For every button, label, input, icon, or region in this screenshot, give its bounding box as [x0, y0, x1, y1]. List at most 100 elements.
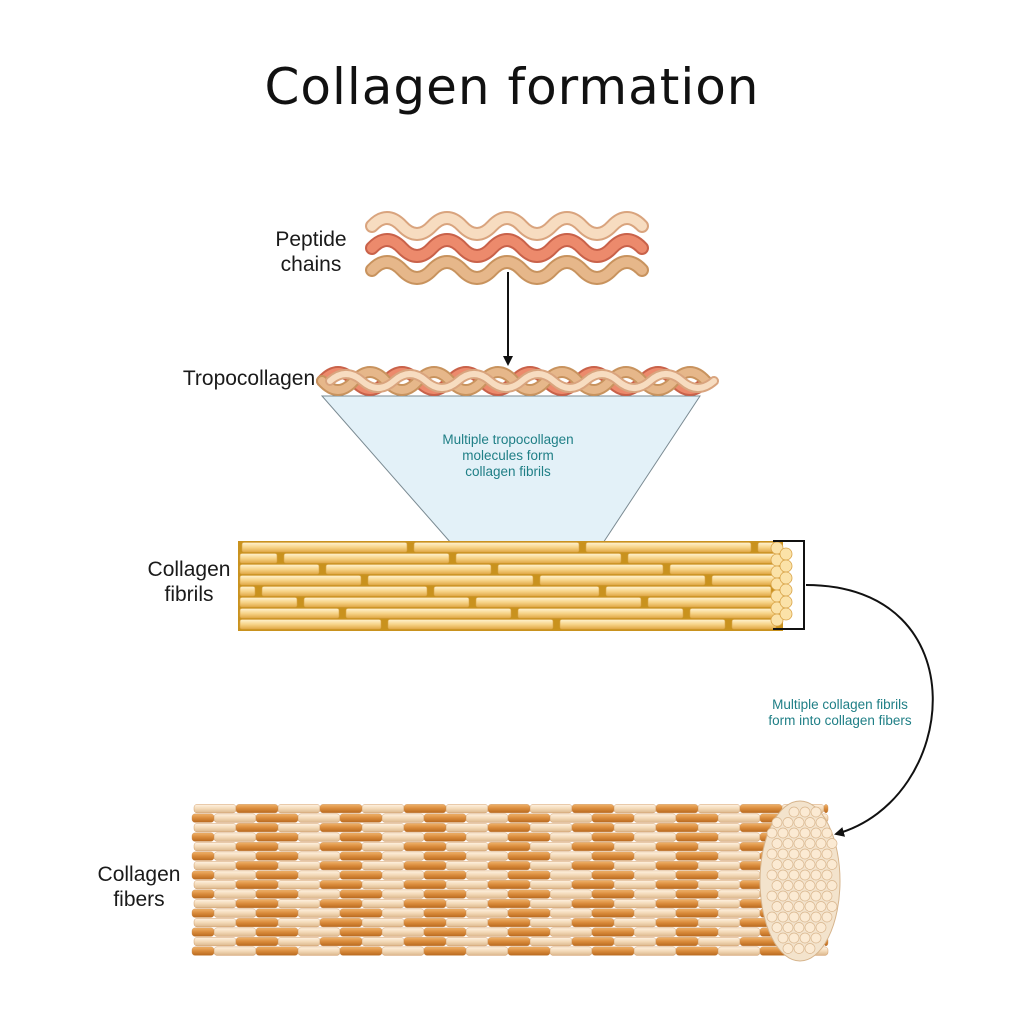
- fiber-segment: [445, 880, 489, 890]
- fibril-segment: [433, 586, 600, 597]
- fiber-segment: [571, 842, 615, 852]
- fiber-segment: [423, 832, 467, 842]
- fiber-segment: [403, 823, 447, 833]
- fiber-end-strand: [793, 859, 805, 870]
- fiber-segment: [213, 946, 257, 956]
- fiber-segment: [633, 813, 677, 823]
- fiber-segment: [529, 899, 573, 909]
- fiber-segment: [465, 889, 509, 899]
- fiber-segment: [613, 880, 657, 890]
- fibril-segment: [413, 542, 580, 553]
- fiber-segment: [613, 937, 657, 947]
- fiber-segment: [697, 842, 741, 852]
- fiber-segment: [613, 918, 657, 928]
- fiber-segment: [697, 861, 741, 871]
- fiber-segment: [381, 908, 425, 918]
- fiber-segment: [381, 813, 425, 823]
- fiber-segment: [717, 851, 761, 861]
- fiber-segment: [823, 804, 829, 814]
- fiber-end-strand: [782, 901, 794, 912]
- fiber-segment: [465, 927, 509, 937]
- fiber-segment: [191, 813, 215, 823]
- fiber-segment: [675, 908, 719, 918]
- fiber-end-strand: [821, 848, 833, 860]
- fiber-end-strand: [821, 869, 833, 881]
- fiber-segment: [191, 832, 215, 842]
- fiber-segment: [655, 880, 699, 890]
- fiber-end-strand: [771, 901, 783, 912]
- fiber-end-strand: [771, 838, 783, 849]
- fiber-segment: [717, 813, 761, 823]
- fiber-segment: [277, 842, 321, 852]
- fibril-segment: [239, 575, 362, 586]
- fiber-segment: [697, 918, 741, 928]
- fiber-segment: [717, 832, 761, 842]
- fiber-end-strand: [799, 806, 811, 818]
- fiber-segment: [213, 889, 257, 899]
- fiber-segment: [675, 851, 719, 861]
- fiber-segment: [255, 889, 299, 899]
- fiber-segment: [613, 899, 657, 909]
- fiber-segment: [255, 851, 299, 861]
- fiber-segment: [655, 937, 699, 947]
- fiber-segment: [465, 832, 509, 842]
- fibril-segment: [585, 542, 752, 553]
- fiber-segment: [361, 937, 405, 947]
- fiber-segment: [339, 813, 383, 823]
- fiber-segment: [255, 927, 299, 937]
- fiber-segment: [193, 804, 237, 814]
- fibril-segment: [689, 608, 777, 619]
- fiber-segment: [739, 804, 783, 814]
- fiber-segment: [591, 851, 635, 861]
- fiber-end-strand: [788, 848, 800, 860]
- fiber-end-strand: [782, 880, 794, 891]
- fiber-segment: [381, 889, 425, 899]
- fiber-end-strand: [777, 848, 789, 860]
- fiber-segment: [319, 899, 363, 909]
- fiber-segment: [235, 842, 279, 852]
- fiber-segment: [445, 937, 489, 947]
- fiber-end-strand: [815, 880, 827, 891]
- fiber-segment: [319, 823, 363, 833]
- fiber-end-strand: [810, 869, 822, 881]
- fiber-end-strand: [793, 922, 805, 933]
- fibril-segment: [239, 619, 382, 630]
- fibril-segment: [669, 564, 777, 575]
- fiber-segment: [633, 832, 677, 842]
- fiber-segment: [571, 899, 615, 909]
- fibril-segment: [627, 553, 777, 564]
- fiber-segment: [297, 870, 341, 880]
- fiber-end-strand: [782, 859, 794, 870]
- fiber-segment: [529, 861, 573, 871]
- fiber-segment: [235, 880, 279, 890]
- fiber-segment: [697, 937, 741, 947]
- fiber-segment: [319, 804, 363, 814]
- fiber-segment: [423, 851, 467, 861]
- fiber-segment: [487, 842, 531, 852]
- fiber-segment: [423, 946, 467, 956]
- fiber-segment: [235, 899, 279, 909]
- fiber-segment: [361, 804, 405, 814]
- fiber-segment: [403, 918, 447, 928]
- fiber-segment: [591, 813, 635, 823]
- fiber-segment: [255, 908, 299, 918]
- fiber-segment: [339, 889, 383, 899]
- fiber-end-strand: [777, 890, 789, 902]
- arrow-fibrils-to-fibers: [805, 584, 934, 837]
- fiber-segment: [655, 842, 699, 852]
- fiber-end-strand: [804, 901, 816, 912]
- fiber-segment: [193, 880, 237, 890]
- fiber-segment: [487, 899, 531, 909]
- fiber-segment: [613, 842, 657, 852]
- fiber-segment: [549, 813, 593, 823]
- fiber-segment: [297, 889, 341, 899]
- note-tropocollagen-to-fibrils: Multiple tropocollagen molecules form co…: [442, 432, 574, 479]
- fibril-segment: [239, 564, 320, 575]
- fiber-segment: [675, 946, 719, 956]
- fiber-segment: [191, 927, 215, 937]
- fiber-segment: [549, 851, 593, 861]
- fiber-segment: [193, 823, 237, 833]
- fiber-segment: [487, 823, 531, 833]
- fibril-segment: [731, 619, 777, 630]
- fibril-end: [779, 547, 793, 561]
